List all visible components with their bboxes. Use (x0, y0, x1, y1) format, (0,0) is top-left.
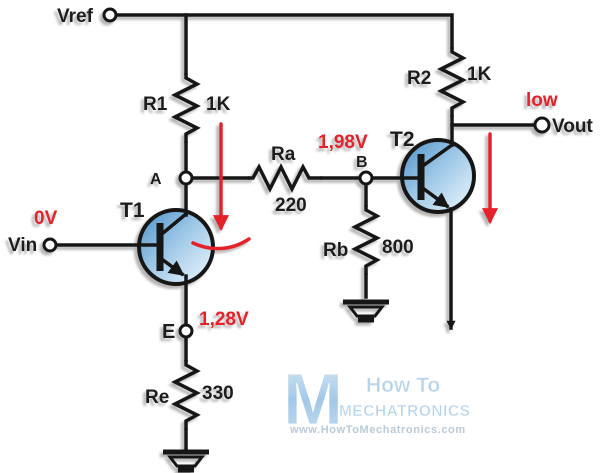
vin-label: Vin (8, 235, 37, 256)
vin-terminal (42, 237, 58, 253)
node-a-terminal (178, 170, 194, 186)
resistor-r1-label: R1 (143, 94, 168, 115)
resistor-r1-value: 1K (206, 94, 231, 115)
resistor-re (173, 358, 199, 432)
resistor-r1 (173, 71, 199, 145)
node-e-terminal (178, 323, 194, 339)
vin-voltage-annotation: 0V (34, 208, 58, 229)
wire-vref-rail (115, 13, 454, 49)
vref-terminal (102, 7, 118, 23)
transistor-t1-label: T1 (120, 199, 145, 222)
transistor-t2-label: T2 (390, 128, 415, 151)
resistor-ra (246, 165, 324, 191)
t2-collector-lead (421, 142, 455, 168)
resistor-ra-label: Ra (271, 144, 296, 165)
ground-symbol-re (163, 452, 209, 470)
node-a-label: A (150, 171, 162, 188)
vout-terminal (533, 116, 551, 134)
vref-label: Vref (57, 6, 94, 27)
transistor-t2-symbol (417, 142, 455, 209)
resistor-r2 (439, 45, 465, 119)
watermark-brand-line1: How To (366, 374, 440, 397)
transistor-t1-symbol (156, 211, 189, 277)
resistor-r2-label: R2 (407, 68, 431, 89)
resistor-re-value: 330 (202, 383, 234, 404)
t1-emitter-lead (160, 257, 185, 277)
node-b-voltage-annotation: 1,98V (318, 132, 368, 153)
resistor-rb-label: Rb (323, 240, 348, 261)
watermark-logo-letter: M (283, 360, 343, 440)
resistor-r2-value: 1K (467, 64, 492, 85)
t2-emitter-lead (421, 186, 450, 209)
current-annotations (191, 122, 499, 251)
node-b-terminal (358, 170, 374, 186)
current-swoosh (191, 237, 251, 251)
ground-symbol-rb (343, 302, 389, 320)
watermark-url: www.HowToMechatronics.com (289, 424, 466, 436)
wires (54, 13, 537, 450)
t1-collector-lead (160, 211, 189, 236)
resistor-re-label: Re (145, 387, 169, 408)
watermark-logo: M How To MECHATRONICS www.HowToMechatron… (283, 360, 471, 441)
resistor-ra-value: 220 (275, 195, 307, 216)
resistor-rb-value: 800 (382, 237, 414, 258)
node-b-label: B (356, 154, 368, 171)
vout-label: Vout (552, 116, 593, 137)
watermark-brand-line2: MECHATRONICS (339, 403, 470, 420)
node-e-voltage-annotation: 1,28V (199, 309, 249, 330)
resistor-rb (353, 203, 379, 277)
node-e-label: E (162, 321, 175, 343)
output-state-annotation: low (526, 90, 558, 111)
